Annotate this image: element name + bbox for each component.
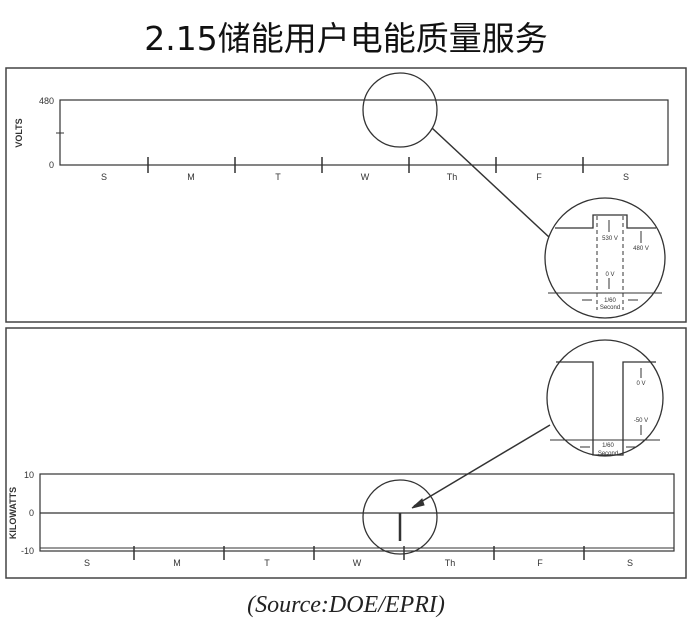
svg-text:1/60: 1/60 <box>604 298 616 304</box>
day-label: M <box>173 558 181 568</box>
power-tick: 10 <box>24 470 34 480</box>
voltage-inset: 530 V 480 V 0 V 1/60 Second <box>544 197 666 319</box>
svg-text:530 V: 530 V <box>602 236 618 242</box>
callout-line <box>413 424 551 507</box>
zoom-circle <box>362 72 438 148</box>
power-tick: -10 <box>21 546 34 556</box>
voltage-ylabel: VOLTS <box>14 118 24 147</box>
day-label: M <box>187 172 195 182</box>
source-citation: (Source:DOE/EPRI) <box>247 592 445 618</box>
zoom-circle <box>362 479 438 555</box>
svg-text:480 V: 480 V <box>633 246 649 252</box>
day-label: S <box>623 172 629 182</box>
day-label: F <box>536 172 542 182</box>
svg-text:1/60: 1/60 <box>602 443 614 449</box>
voltage-tick: 480 <box>39 96 54 106</box>
svg-text:0 V: 0 V <box>605 272 614 278</box>
slide-title: 2.15储能用户电能质量服务 <box>144 19 548 58</box>
day-label: W <box>361 172 370 182</box>
power-inset: 0 V -50 V 1/60 Second <box>546 339 664 457</box>
power-tick: 0 <box>29 508 34 518</box>
callout-line <box>431 127 551 239</box>
power-ylabel: KILOWATTS <box>8 487 18 539</box>
voltage-plot <box>59 99 669 166</box>
day-label: T <box>264 558 270 568</box>
day-label: F <box>537 558 543 568</box>
voltage-panel <box>5 67 687 323</box>
arrow-head-icon <box>411 498 425 509</box>
day-label: S <box>627 558 633 568</box>
day-label: Th <box>447 172 458 182</box>
voltage-tick: 0 <box>49 160 54 170</box>
day-label: W <box>353 558 362 568</box>
day-label: T <box>275 172 281 182</box>
svg-text:Second: Second <box>600 305 620 311</box>
day-label: S <box>101 172 107 182</box>
day-label: S <box>84 558 90 568</box>
svg-text:-50 V: -50 V <box>634 418 648 424</box>
power-panel <box>5 327 687 579</box>
svg-text:0 V: 0 V <box>636 381 645 387</box>
svg-text:Second: Second <box>598 451 618 457</box>
day-label: Th <box>445 558 456 568</box>
